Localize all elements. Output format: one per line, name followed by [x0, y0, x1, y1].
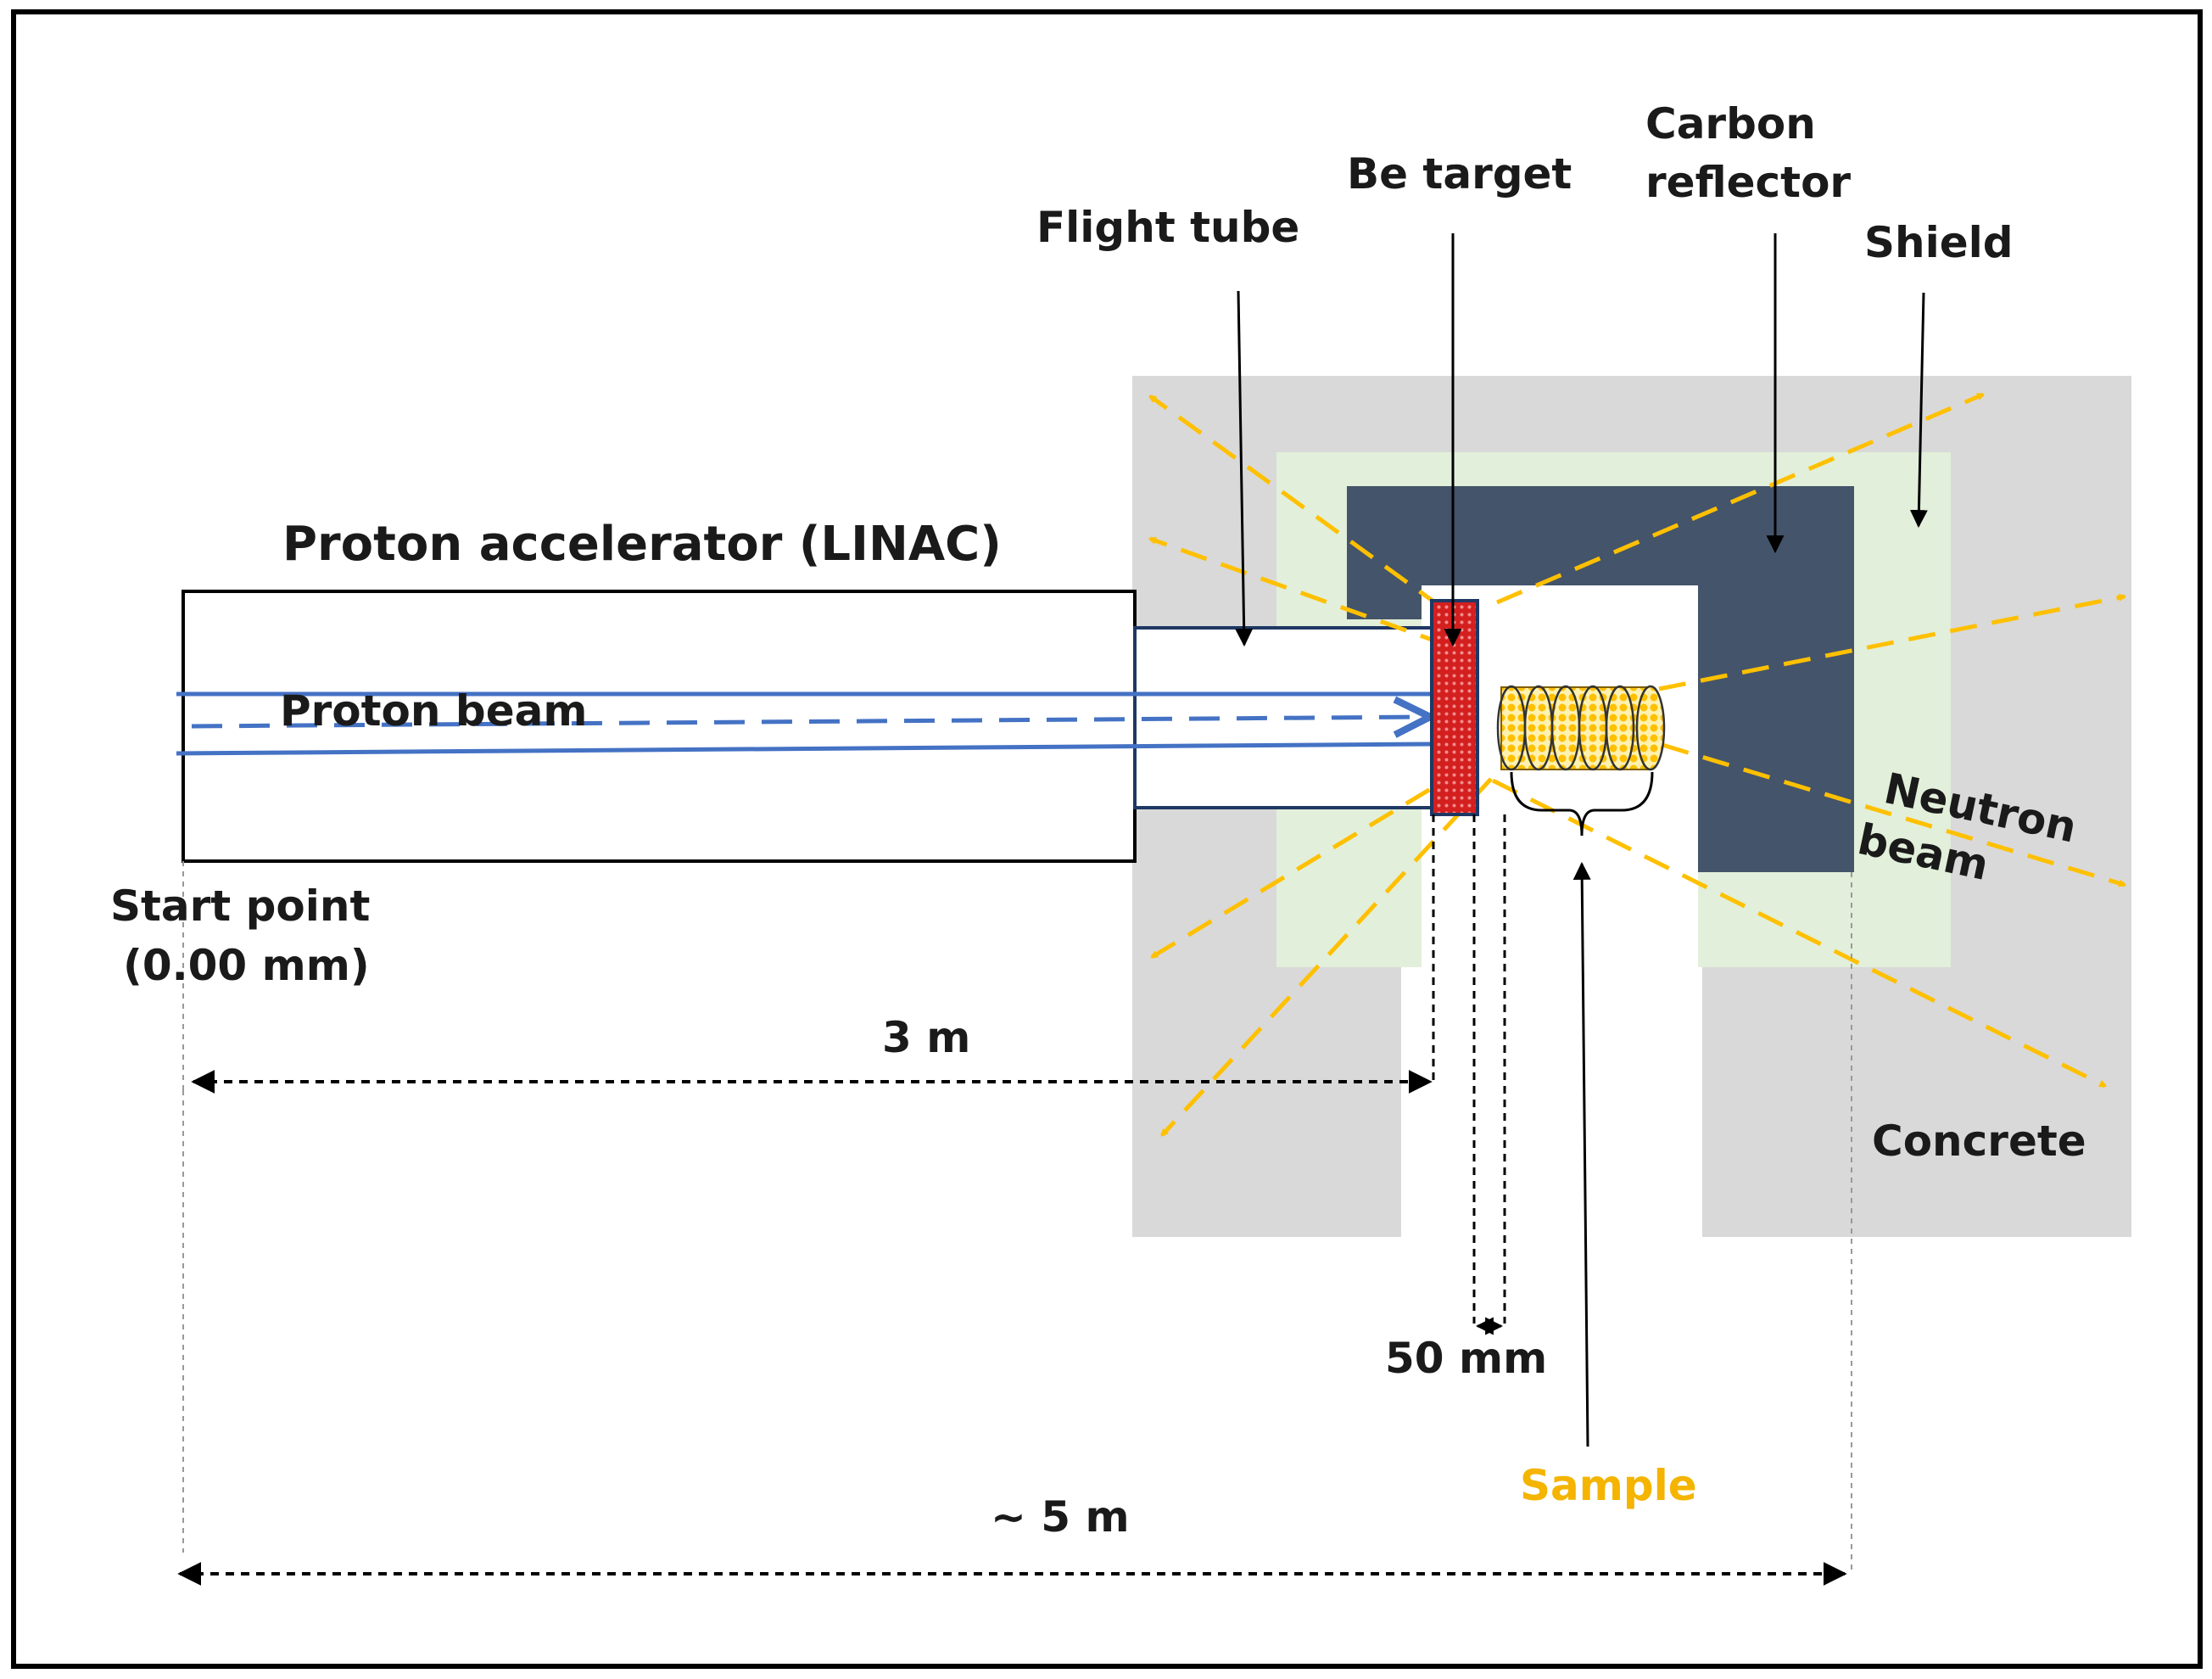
sample: [1496, 685, 1666, 771]
be-target: [1430, 599, 1479, 816]
start-point-label-line1: Start point: [110, 881, 370, 931]
dimension-3m-label: 3 m: [882, 1013, 970, 1062]
shield-label: Shield: [1864, 218, 2014, 267]
dimension-5m-label: ~ 5 m: [991, 1492, 1130, 1542]
start-point-label-line2: (0.00 mm): [123, 941, 370, 990]
flight-tube-label: Flight tube: [1036, 203, 1299, 252]
sample-label: Sample: [1520, 1461, 1697, 1510]
proton-accelerator-label: Proton accelerator (LINAC): [282, 517, 1002, 572]
be-target-label: Be target: [1347, 149, 1572, 199]
proton-beam-label: Proton beam: [280, 686, 587, 736]
callout-arrows: [1235, 233, 1928, 1447]
sample-brace: [1510, 771, 1654, 837]
proton-beam: [176, 691, 1432, 756]
carbon-reflector-label-line1: Carbon: [1645, 99, 1816, 148]
concrete-label: Concrete: [1872, 1117, 2086, 1166]
carbon-reflector-label-line2: reflector: [1645, 158, 1851, 207]
dimension-50mm-label: 50 mm: [1385, 1334, 1547, 1383]
diagram-frame: [11, 9, 2203, 1669]
dimension-lines: [177, 814, 1852, 1586]
